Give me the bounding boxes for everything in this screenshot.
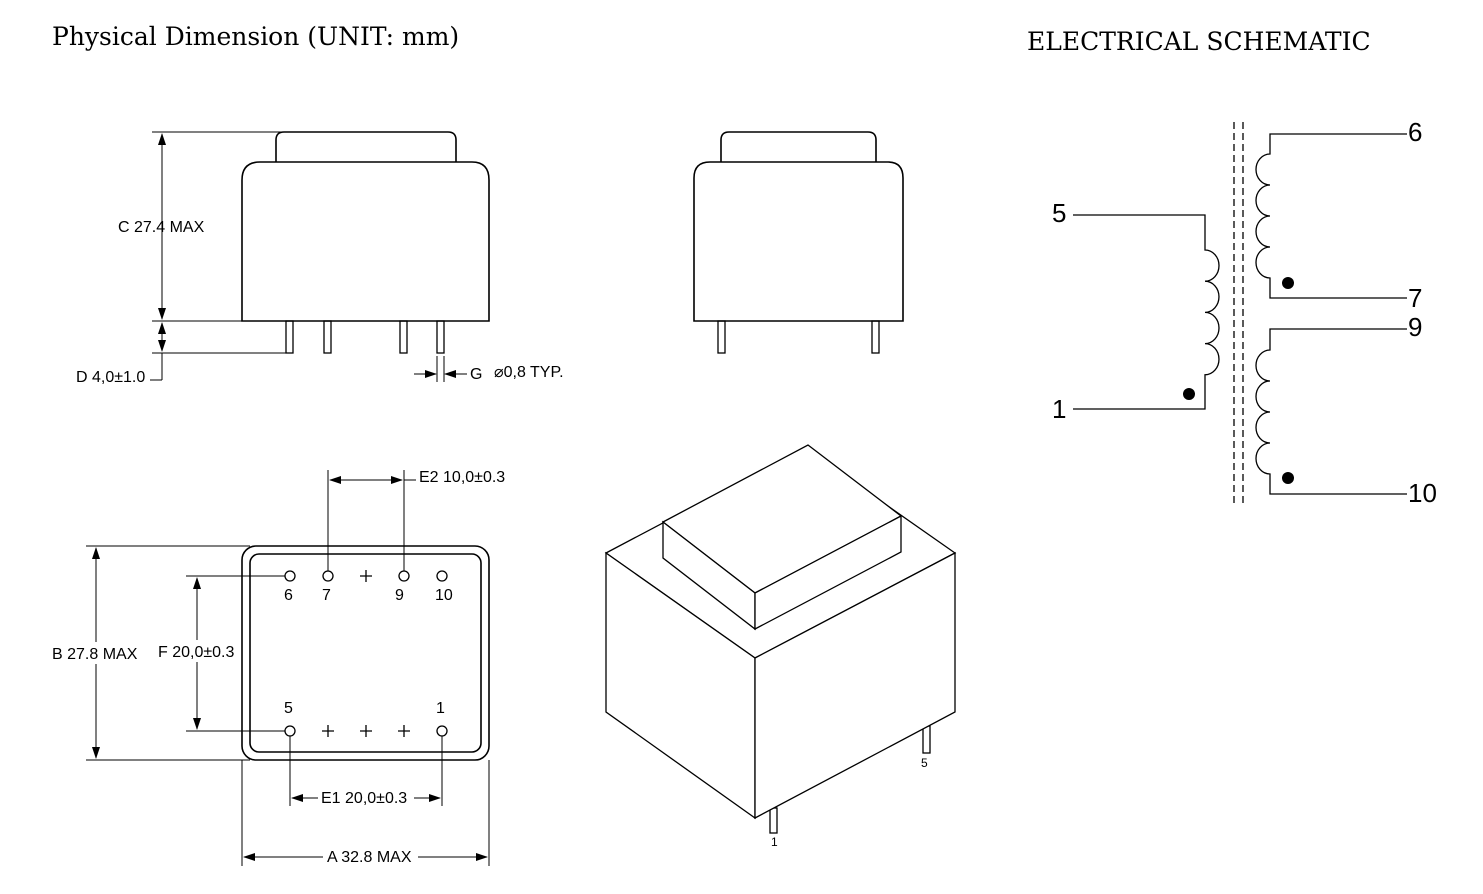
schematic-pin-6: 6: [1408, 117, 1422, 147]
dimension-d: D 4,0±1.0: [76, 322, 286, 386]
pin-position-marker: [360, 725, 372, 737]
front-view: [241, 131, 490, 354]
front-view-pin: [323, 320, 332, 354]
pin-hole-10: [436, 570, 448, 582]
front-view-pin: [285, 320, 294, 354]
front-view-pin: [399, 320, 408, 354]
pin-label-7: 7: [322, 587, 331, 604]
dimension-e1: E1 20,0±0.3: [289, 736, 443, 807]
dimension-a: A 32.8 MAX: [241, 760, 490, 866]
physical-dimension-title: Physical Dimension (UNIT: mm): [52, 22, 459, 51]
side-view: [693, 131, 904, 354]
iso-pin-label-1: 1: [771, 835, 778, 849]
iso-body-right: [754, 551, 956, 820]
dimension-g: G ⌀0,8 TYP.: [414, 356, 564, 383]
pin-hole-9: [398, 570, 410, 582]
iso-pin-5: [922, 725, 931, 754]
bottom-view-outer: [241, 545, 490, 761]
schematic-pin-9: 9: [1408, 312, 1422, 342]
dimension-b-label: B 27.8 MAX: [52, 646, 138, 663]
side-view-pin: [871, 320, 880, 354]
pin-label-5: 5: [284, 700, 293, 717]
dimension-g-letter: G: [470, 366, 482, 383]
transformer-schematic: 5 1 6 7 9 10: [1052, 117, 1437, 508]
dimension-e1-label: E1 20,0±0.3: [321, 790, 407, 807]
side-view-body: [693, 161, 904, 322]
front-view-core-top: [275, 131, 457, 162]
primary-polarity-dot: [1183, 388, 1195, 400]
secondary-winding-2: [1255, 328, 1407, 495]
bottom-view: 6 7 9 10 5 1: [241, 545, 490, 761]
primary-winding: [1073, 214, 1220, 410]
pin-position-marker: [322, 725, 334, 737]
dimension-c: C 27.4 MAX: [118, 131, 288, 322]
pin-label-10: 10: [435, 587, 453, 604]
secondary2-polarity-dot: [1282, 472, 1294, 484]
front-view-body: [241, 161, 490, 322]
front-view-pin: [436, 320, 445, 354]
schematic-pin-5: 5: [1052, 198, 1066, 228]
schematic-pin-1: 1: [1052, 394, 1066, 424]
side-view-pin: [717, 320, 726, 354]
iso-core-right: [754, 514, 902, 631]
bottom-view-inner: [249, 553, 482, 753]
dimension-e2: E2 10,0±0.3: [327, 469, 505, 571]
pin-hole-1: [436, 725, 448, 737]
pin-label-1: 1: [436, 700, 445, 717]
dimension-d-label: D 4,0±1.0: [76, 369, 145, 386]
schematic-pin-10: 10: [1408, 478, 1437, 508]
pin-hole-7: [322, 570, 334, 582]
pin-hole-5: [284, 725, 296, 737]
pin-hole-6: [284, 570, 296, 582]
isometric-view: 5 1: [604, 444, 957, 849]
electrical-schematic-title: ELECTRICAL SCHEMATIC: [1027, 27, 1371, 56]
pin-position-marker: [398, 725, 410, 737]
dimension-e2-label: E2 10,0±0.3: [419, 469, 505, 486]
iso-pin-label-5: 5: [921, 756, 928, 770]
pin-label-6: 6: [284, 587, 293, 604]
secondary-winding-1: [1255, 133, 1407, 299]
secondary1-polarity-dot: [1282, 277, 1294, 289]
dimension-c-label: C 27.4 MAX: [118, 219, 205, 236]
dimension-a-label: A 32.8 MAX: [327, 849, 412, 866]
side-view-core-top: [720, 131, 877, 162]
pin-label-9: 9: [395, 587, 404, 604]
dimension-f-label: F 20,0±0.3: [158, 644, 234, 661]
iso-pin-1: [769, 807, 778, 834]
pin-position-marker: [360, 570, 372, 582]
dimension-f: F 20,0±0.3: [156, 575, 285, 732]
schematic-pin-7: 7: [1408, 283, 1422, 313]
dimension-b: B 27.8 MAX: [50, 545, 250, 761]
dimension-g-value: ⌀0,8 TYP.: [494, 364, 564, 381]
